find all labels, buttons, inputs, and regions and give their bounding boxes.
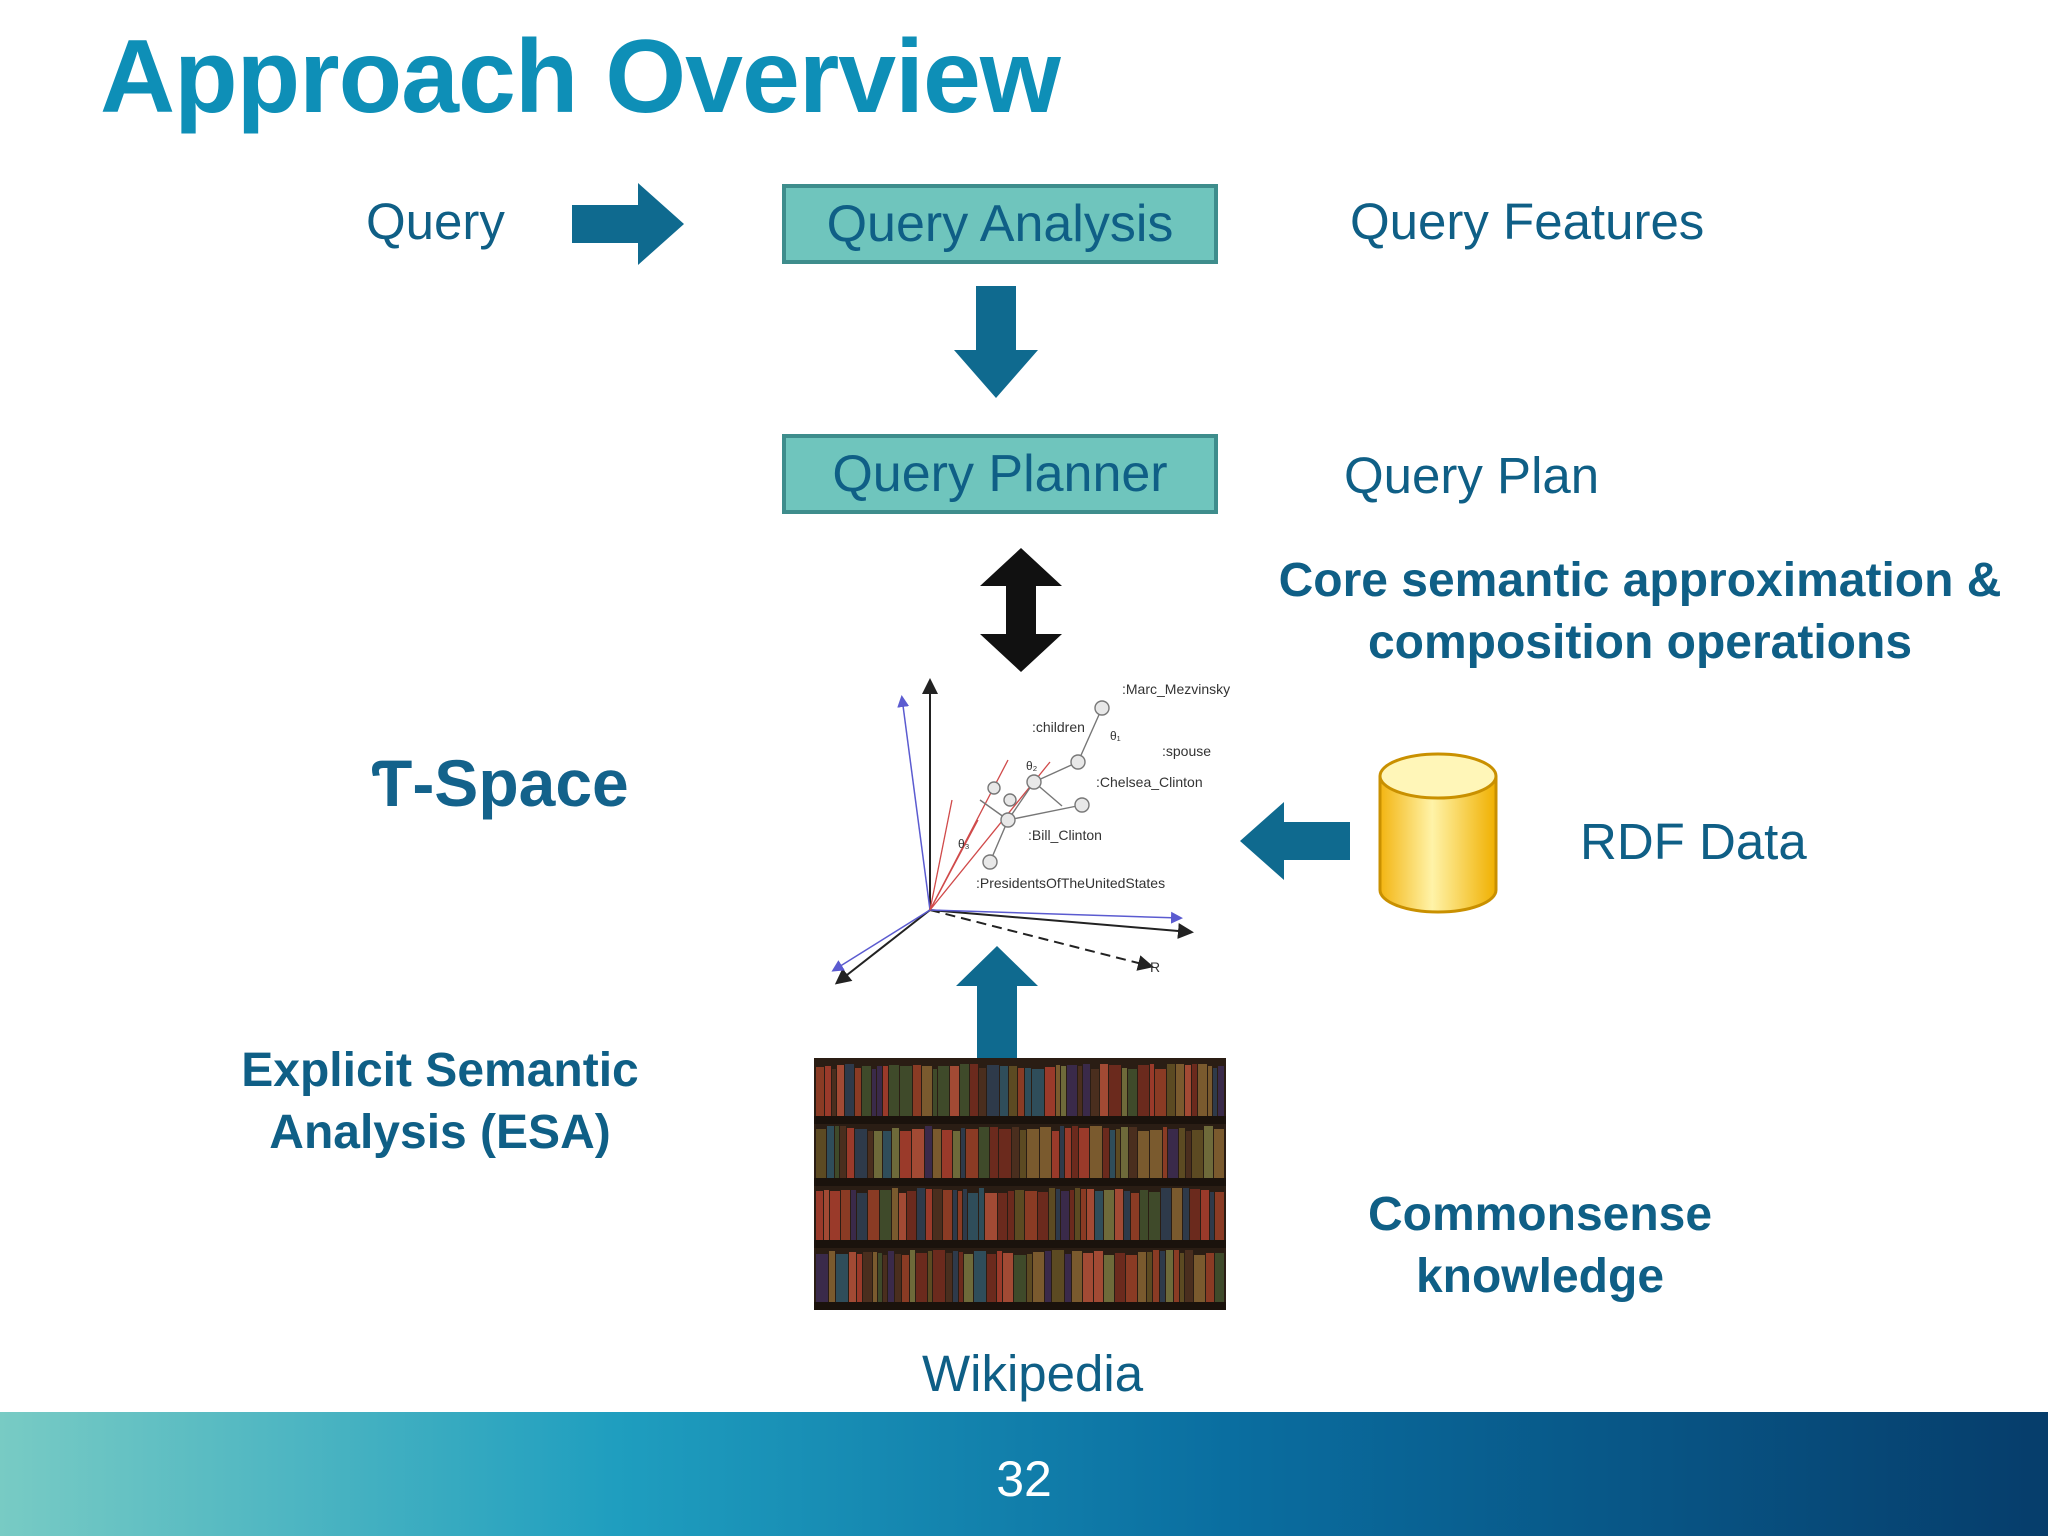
down-arrow-icon — [954, 286, 1038, 398]
node-label-bill: :Bill_Clinton — [1028, 827, 1102, 843]
query-features-label: Query Features — [1350, 193, 1705, 250]
slide-title: Approach Overview — [100, 19, 1061, 135]
tspace-label: Ƭ-Space — [372, 746, 629, 820]
axis-label-r: R — [1150, 959, 1160, 975]
tspace-plot: :Marc_Mezvinsky :children :spouse :Chels… — [831, 678, 1230, 985]
node-label-spouse: :spouse — [1162, 743, 1211, 759]
left-arrow-icon — [1240, 802, 1350, 880]
angle-label-2: θ₂ — [1026, 759, 1038, 773]
node-label-children: :children — [1032, 719, 1085, 735]
angle-label-3: θ₃ — [958, 837, 970, 851]
core-operations-line-1: Core semantic approximation & — [1278, 554, 2002, 607]
core-operations-line-2: composition operations — [1367, 616, 1913, 669]
core-operations-label: Core semantic approximation & compositio… — [1240, 550, 2040, 674]
bookshelf-image — [814, 1058, 1226, 1310]
esa-line-1: Explicit Semantic — [241, 1044, 639, 1097]
commonsense-line-1: Commonsense — [1367, 1188, 1713, 1241]
database-cylinder-icon — [1378, 752, 1498, 914]
node-label-presidents: :PresidentsOfTheUnitedStates — [976, 875, 1165, 891]
double-arrow-icon — [980, 548, 1062, 672]
esa-label: Explicit Semantic Analysis (ESA) — [200, 1040, 680, 1164]
node-label-marc: :Marc_Mezvinsky — [1122, 681, 1230, 697]
rdf-data-label: RDF Data — [1580, 813, 1807, 870]
query-plan-label: Query Plan — [1344, 447, 1600, 504]
up-arrow-icon — [956, 946, 1038, 1058]
angle-label-1: θ₁ — [1110, 729, 1121, 743]
page-number: 32 — [996, 1451, 1052, 1507]
query-planner-box: Query Planner — [782, 434, 1218, 514]
query-analysis-box: Query Analysis — [782, 184, 1218, 264]
footer-bar: 32 — [0, 1412, 2048, 1536]
commonsense-label: Commonsense knowledge — [1300, 1184, 1780, 1308]
node-label-chelsea: :Chelsea_Clinton — [1096, 774, 1203, 790]
commonsense-line-2: knowledge — [1415, 1250, 1665, 1303]
esa-line-2: Analysis (ESA) — [269, 1106, 611, 1159]
right-arrow-icon — [572, 183, 684, 265]
wikipedia-label: Wikipedia — [922, 1345, 1144, 1402]
query-label: Query — [366, 193, 505, 250]
